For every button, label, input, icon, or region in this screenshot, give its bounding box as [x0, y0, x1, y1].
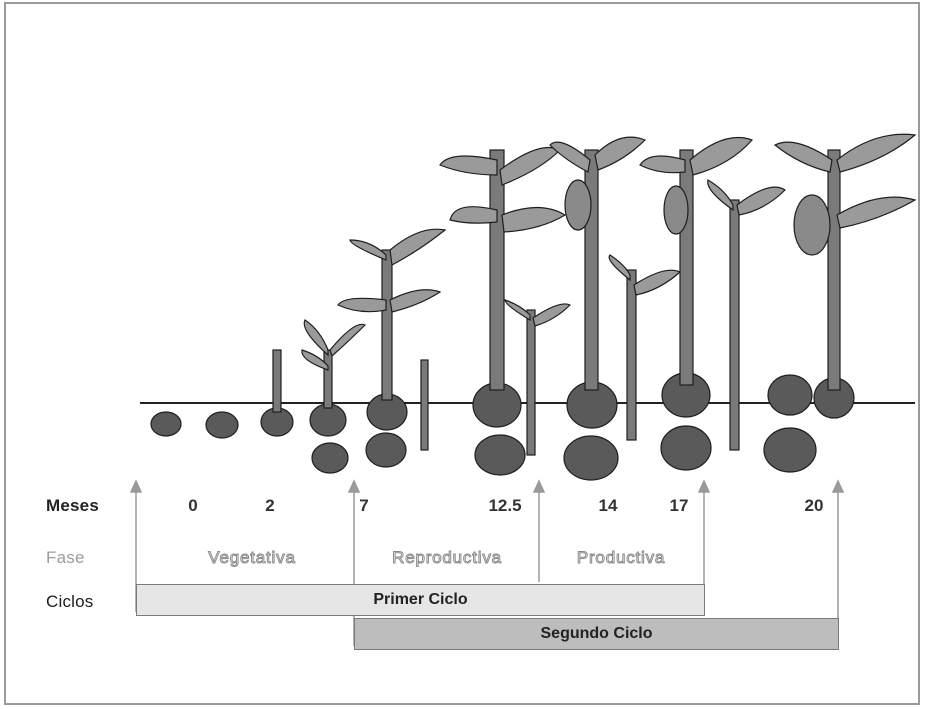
row-label-fase: Fase	[46, 548, 85, 568]
corm-8b	[661, 426, 711, 470]
month-label: 0	[188, 496, 197, 516]
phase-reproductiva: Reproductiva	[392, 548, 502, 568]
corm-5b	[366, 433, 406, 467]
corm-4a	[310, 404, 346, 436]
month-label: 20	[805, 496, 824, 516]
month-label: 17	[670, 496, 689, 516]
corm-6b	[475, 435, 525, 475]
sucker-3	[273, 350, 281, 412]
month-label: 14	[599, 496, 618, 516]
cycle-label-segundo: Segundo Ciclo	[541, 625, 653, 643]
month-label: 12.5	[488, 496, 521, 516]
month-label: 7	[359, 496, 368, 516]
corm-4b	[312, 443, 348, 473]
corm-1	[151, 412, 181, 436]
cycle-label-primer: Primer Ciclo	[373, 591, 467, 609]
month-label: 2	[265, 496, 274, 516]
phase-productiva: Productiva	[577, 548, 665, 568]
cycle-bar-primer: Primer Ciclo	[136, 584, 705, 616]
corm-9b	[764, 428, 816, 472]
corm-9a	[768, 375, 812, 415]
cycle-bar-segundo: Segundo Ciclo	[354, 618, 839, 650]
row-label-meses: Meses	[46, 496, 99, 516]
phase-vegetativa: Vegetativa	[208, 548, 295, 568]
corm-7b	[564, 436, 618, 480]
row-label-ciclos: Ciclos	[46, 592, 94, 612]
corm-2	[206, 412, 238, 438]
